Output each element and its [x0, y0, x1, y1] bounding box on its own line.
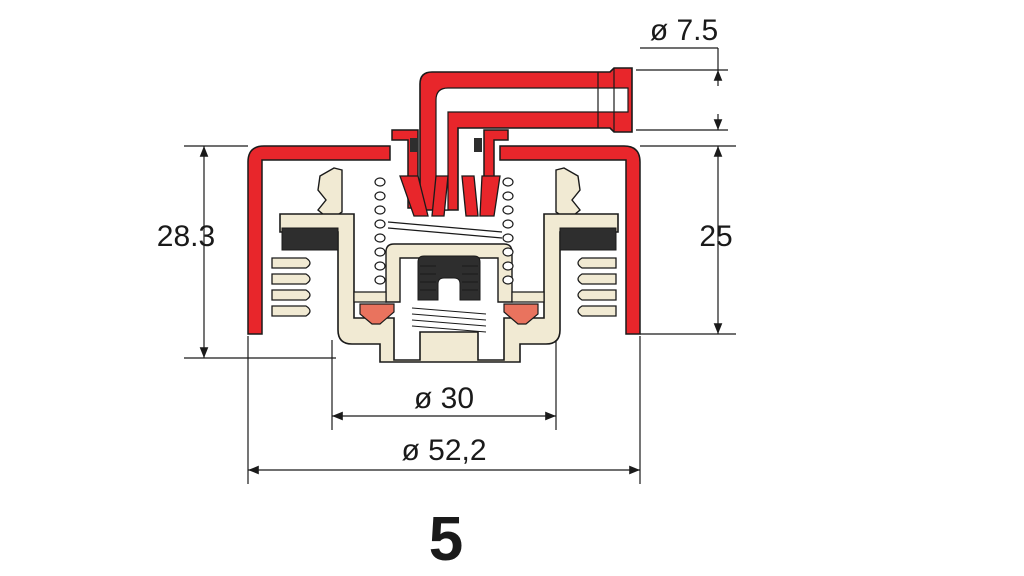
valve-finger-right	[479, 175, 501, 217]
dimension-label-inner-diameter: ø 30	[414, 382, 474, 415]
inner-clip-left	[317, 167, 343, 221]
gasket-right	[559, 227, 617, 251]
gasket-left	[281, 227, 339, 251]
dimension-label-pipe-diameter: ø 7.5	[650, 14, 718, 47]
elbow-pipe	[399, 67, 633, 217]
dimension-lines	[184, 47, 736, 484]
outer-cap-left-skirt	[247, 145, 391, 335]
o-ring-right	[474, 138, 482, 152]
thread-left	[271, 257, 311, 317]
inner-shoulder-left	[353, 291, 387, 303]
valve-finger-center-left	[431, 175, 449, 217]
dimension-label-total-height: 28.3	[157, 220, 215, 253]
inner-spring	[411, 307, 487, 333]
thread-right	[577, 257, 617, 317]
elbow-pipe-bore	[435, 87, 629, 211]
dimension-label-outer-diameter: ø 52,2	[401, 434, 486, 467]
valve-finger-center-right	[461, 175, 479, 217]
inner-clip-right	[555, 167, 581, 221]
spring-diagonal-coils	[387, 221, 503, 239]
seal-left-orange	[359, 303, 395, 325]
seal-right-orange	[503, 303, 539, 325]
outer-cap-right-skirt	[499, 145, 641, 335]
main-spring	[374, 177, 514, 285]
plug-ribs	[420, 265, 478, 291]
gaskets	[281, 227, 617, 325]
figure-number: 5	[429, 505, 463, 574]
inner-body-shell	[279, 213, 619, 363]
o-ring-left	[410, 138, 418, 152]
inner-shoulder-right	[511, 291, 545, 303]
valve-finger-left	[399, 175, 429, 217]
dimension-label-cap-height: 25	[699, 220, 732, 253]
valve-plug-dark	[417, 255, 481, 301]
